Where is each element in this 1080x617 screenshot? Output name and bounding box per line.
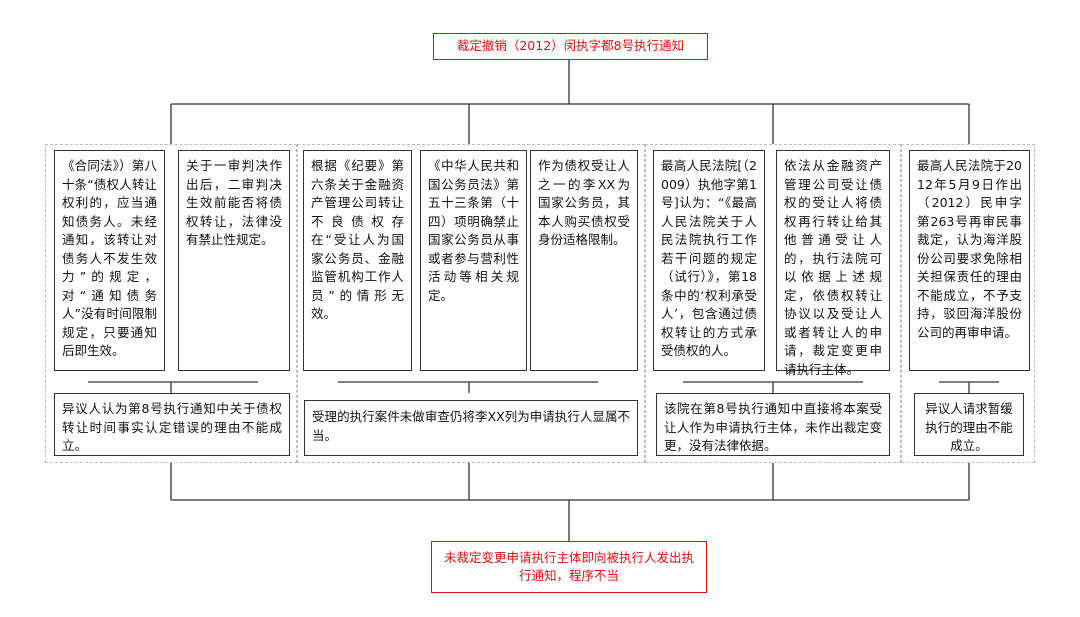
group2-item3: 作为债权受让人之一的李XX为国家公务员，其本人购买债权受身份适格限制。 xyxy=(530,150,638,371)
group-frame-1 xyxy=(45,144,297,463)
group2-item2: 《中华人民共和国公务员法》第五十三条第（十四）项明确禁止国家公务员从事或者参与营… xyxy=(420,150,527,371)
group-frame-2 xyxy=(297,144,645,463)
group1-conclusion: 异议人认为第8号执行通知中关于债权转让时间事实认定错误的理由不能成立。 xyxy=(54,393,290,456)
group3-item1: 最高人民法院[（2009）执他字第1号]认为：“《最高人民法院关于人民法院执行工… xyxy=(653,150,765,371)
group3-item2: 依法从金融资产管理公司受让债权的受让人将债权再行转让给其他普通受让人的，执行法院… xyxy=(776,150,890,377)
group-frame-3 xyxy=(645,144,901,463)
group4-conclusion: 异议人请求暂缓执行的理由不能成立。 xyxy=(914,393,1024,456)
group3-conclusion: 该院在第8号执行通知中直接将本案受让人作为申请执行主体，未作出裁定变更，没有法律… xyxy=(656,393,890,456)
group2-conclusion: 受理的执行案件未做审查仍将李XX列为申请执行人显属不当。 xyxy=(304,400,638,456)
group1-item1: 《合同法》）第八十条“债权人转让权利的，应当通知债务人。未经通知，该转让对债务人… xyxy=(54,150,165,371)
group2-item1: 根据《纪要》第六条关于金融资产管理公司转让不良债权存在“受让人为国家公务员、金融… xyxy=(303,150,412,371)
bottom-conclusion-node: 未裁定变更申请执行主体即向被执行人发出执行通知，程序不当 xyxy=(431,541,707,593)
group-frame-4 xyxy=(901,144,1035,463)
group1-item2: 关于一审判决作出后，二审判决生效前能否将债权转让，法律没有禁止性规定。 xyxy=(178,150,290,371)
group4-item1: 最高人民法院于2012年5月9日作出（2012）民申字第263号再审民事裁定，认… xyxy=(909,150,1030,371)
top-conclusion-node: 裁定撤销（2012）闵执字都8号执行通知 xyxy=(433,33,708,60)
